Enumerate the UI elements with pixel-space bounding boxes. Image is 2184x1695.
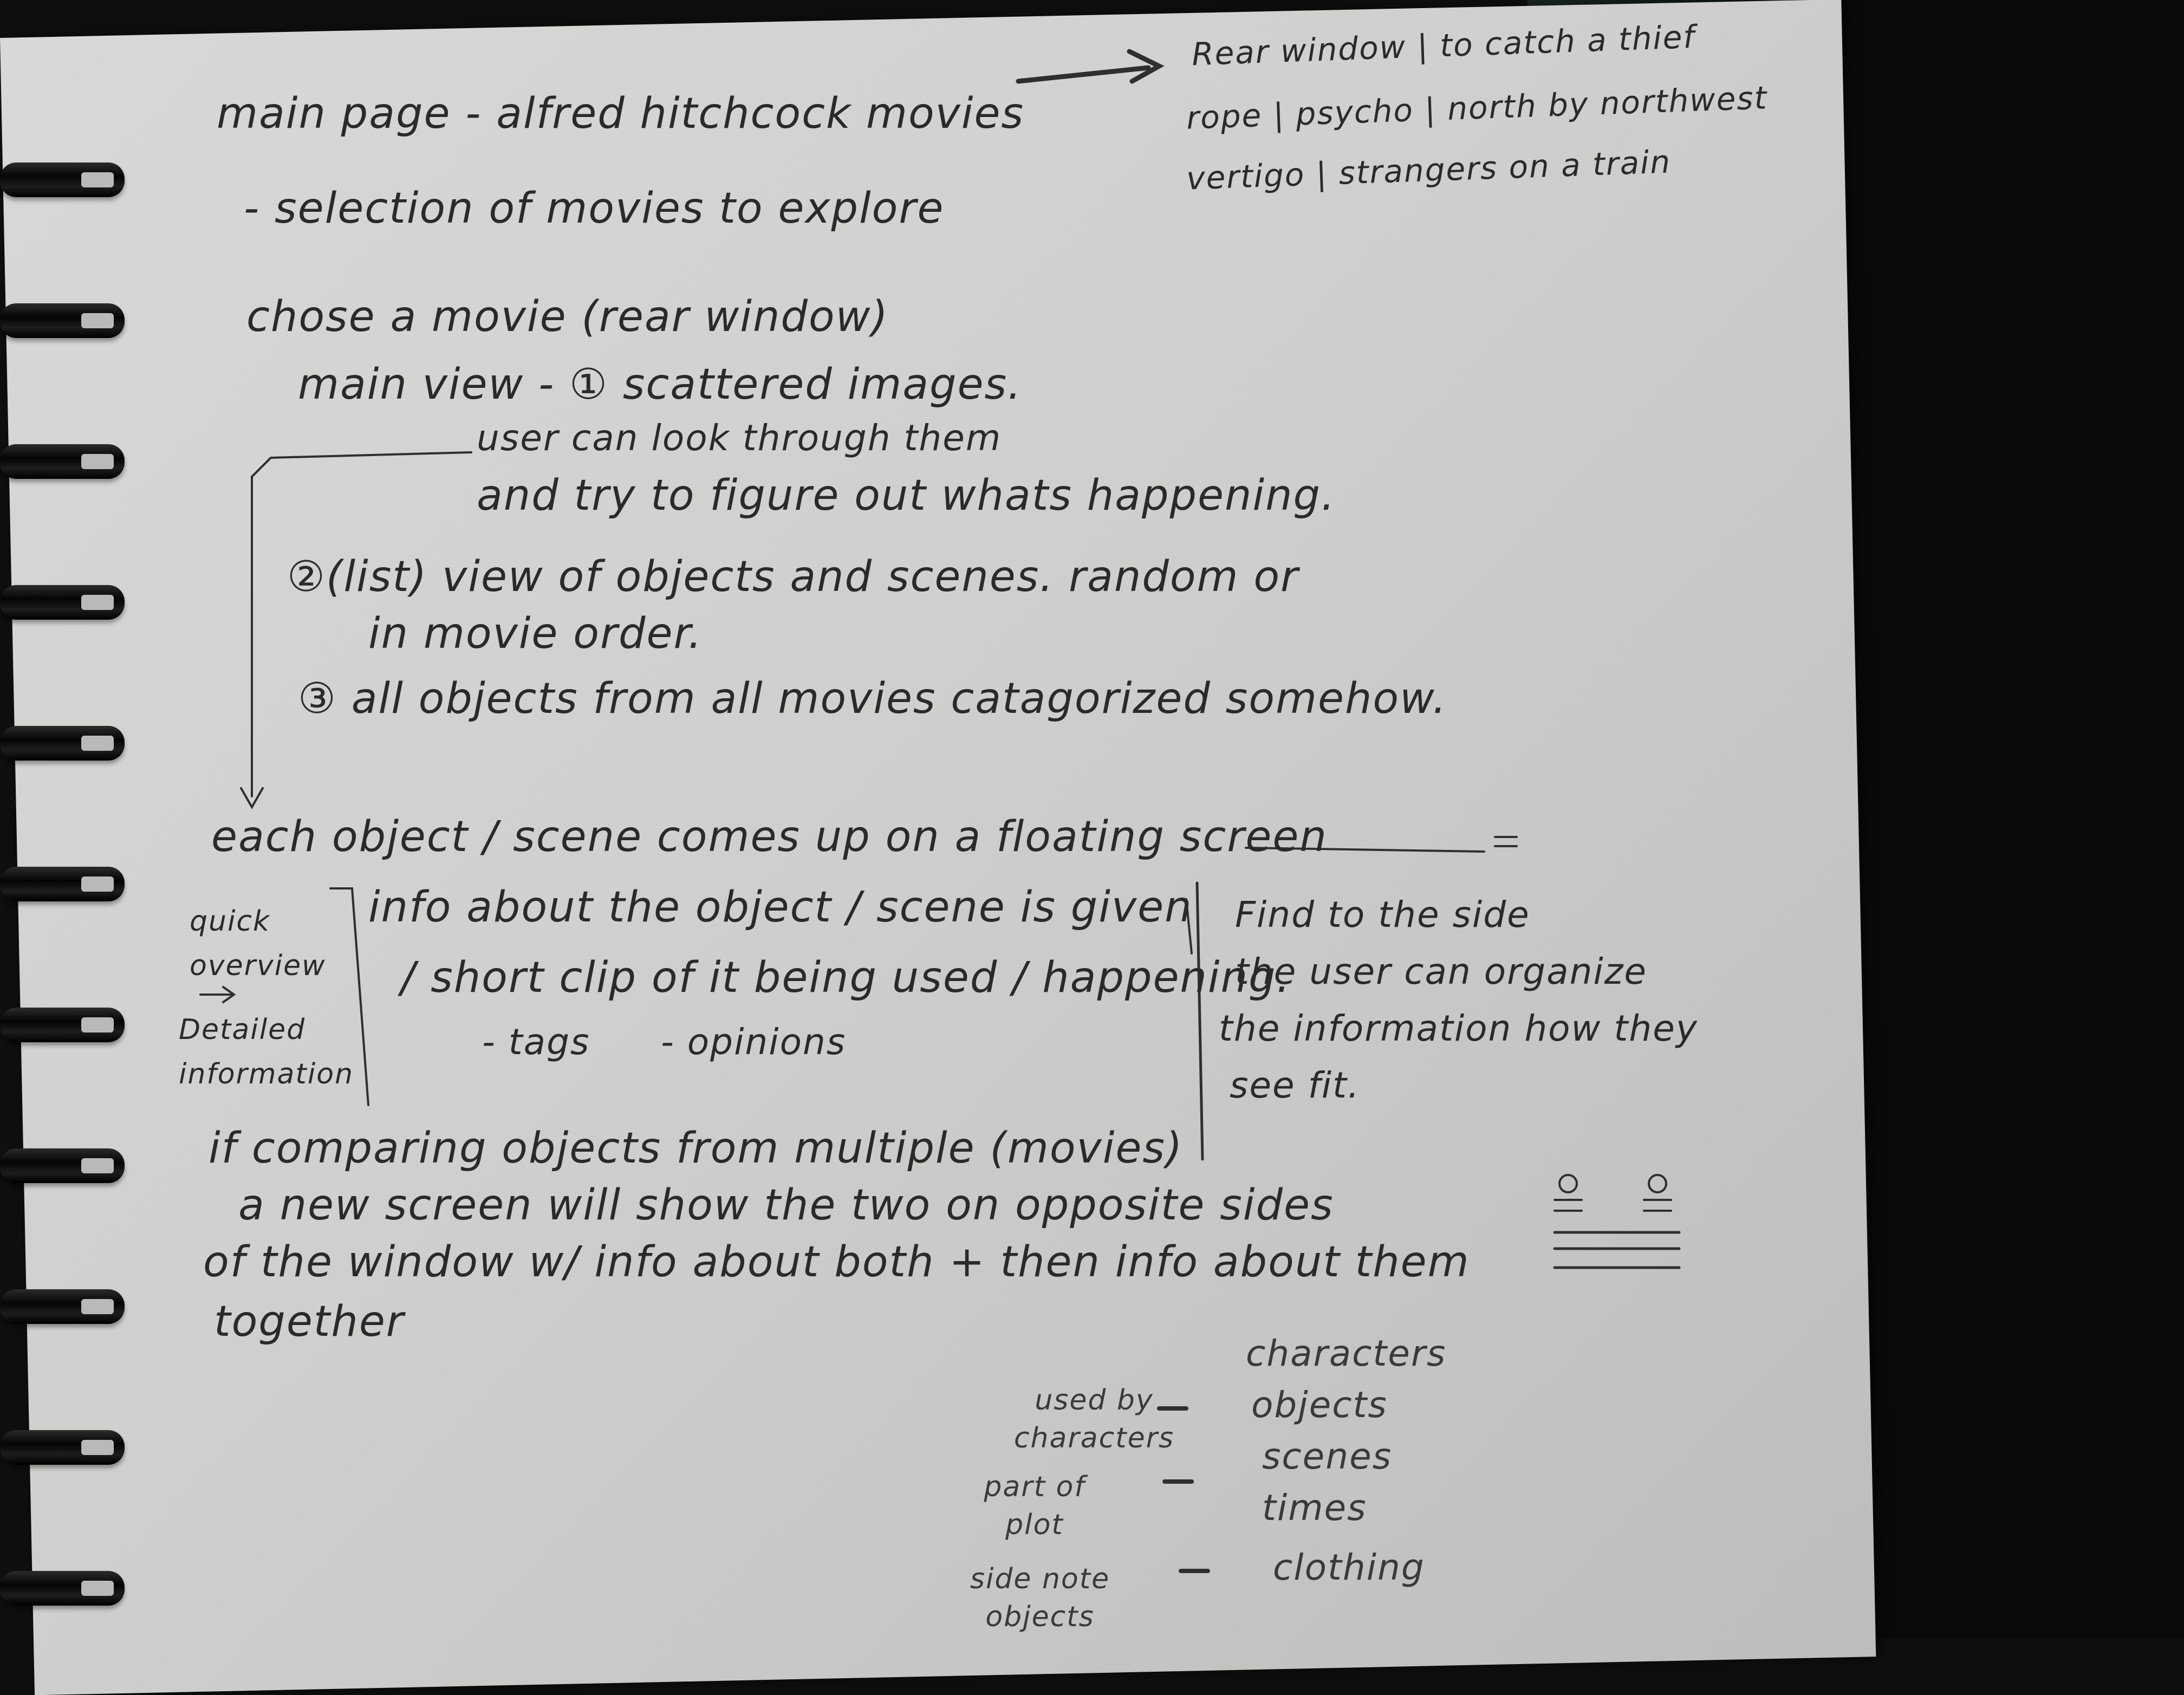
side-note-line2: the user can organize [1235, 951, 1648, 992]
note-detailed-information: Detailed information [179, 1014, 354, 1090]
spiral-ring [0, 444, 125, 479]
category-right-4: times [1262, 1487, 1367, 1529]
note-floating-screen: each object / scene comes up on a floati… [211, 813, 1328, 861]
note-tags: - tags [482, 1021, 590, 1063]
note-new-screen: a new screen will show the two on opposi… [238, 1181, 1334, 1230]
note-selection: - selection of movies to explore [244, 184, 945, 233]
spiral-binding [0, 0, 130, 1638]
note-figure-out: and try to figure out whats happening. [477, 471, 1336, 520]
note-together: together [214, 1297, 405, 1346]
note-comparing: if comparing objects from multiple (movi… [209, 1124, 1184, 1173]
side-note-line3: the information how they [1219, 1008, 1698, 1049]
spiral-ring [0, 163, 125, 197]
spiral-ring [0, 1289, 125, 1324]
category-right-1: characters [1246, 1333, 1447, 1374]
category-left-1: used by characters [1013, 1384, 1175, 1454]
note-user-look: user can look through them [477, 417, 1002, 459]
spiral-ring [0, 1571, 125, 1606]
category-left-2: part of plot [984, 1471, 1086, 1541]
category-left-3: side note objects [970, 1563, 1110, 1633]
note-choose-movie: chose a movie (rear window) [246, 293, 889, 341]
side-note-line1: Find to the side [1235, 894, 1530, 936]
dark-background [1820, 0, 2184, 1638]
note-window-info: of the window w/ info about both + then … [203, 1238, 1470, 1287]
note-short-clip: / short clip of it being used / happenin… [401, 953, 1291, 1002]
note-opinions: - opinions [661, 1021, 847, 1063]
note-list-view: ②(list) view of objects and scenes. rand… [287, 553, 1299, 601]
spiral-ring [0, 585, 125, 620]
category-right-3: scenes [1262, 1436, 1393, 1477]
note-quick-overview: quick overview [190, 905, 326, 982]
note-info-given: info about the object / scene is given [368, 883, 1193, 932]
note-movie-order: in movie order. [368, 609, 703, 658]
side-note-line4: see fit. [1230, 1064, 1361, 1106]
spiral-ring [0, 867, 125, 901]
spiral-ring [0, 1430, 125, 1465]
spiral-ring [0, 726, 125, 761]
note-all-objects: ③ all objects from all movies catagorize… [298, 674, 1447, 723]
spiral-ring [0, 303, 125, 338]
category-right-2: objects [1251, 1384, 1388, 1426]
note-main-view: main view - ① scattered images. [298, 360, 1022, 409]
spiral-ring [0, 1148, 125, 1183]
spiral-ring [0, 1008, 125, 1042]
category-right-5: clothing [1273, 1547, 1425, 1588]
note-title: main page - alfred hitchcock movies [217, 89, 1025, 138]
